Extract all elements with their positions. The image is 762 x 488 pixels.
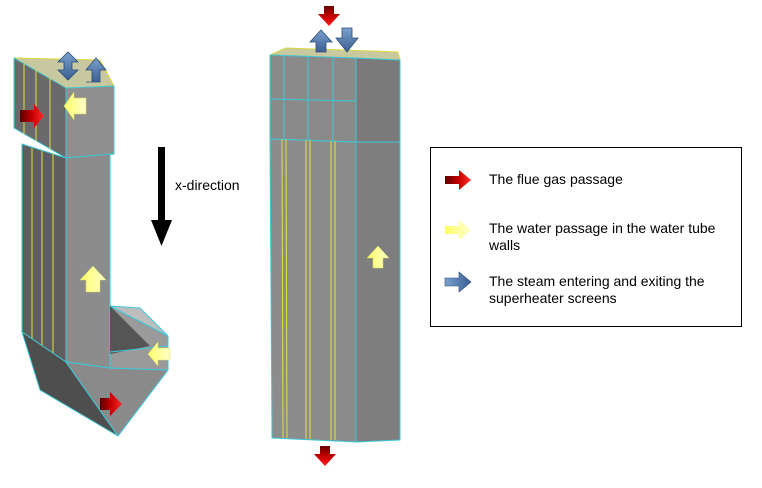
right-boiler-model xyxy=(269,6,401,466)
left-boiler-model xyxy=(13,51,171,437)
water-arrow-icon xyxy=(366,245,390,269)
flue-gas-arrow-icon xyxy=(318,6,340,26)
water-arrow-icon xyxy=(63,91,87,121)
x-direction-arrow xyxy=(151,147,172,246)
steam-arrow-icon xyxy=(309,29,333,53)
steam-arrow-icon xyxy=(57,51,79,81)
water-arrow-icon xyxy=(147,341,171,367)
legend-item-water-passage: The water passage in the water tube wall… xyxy=(443,218,729,254)
legend-label: The water passage in the water tube wall… xyxy=(489,220,716,253)
blue-arrow-icon xyxy=(444,271,472,293)
flue-gas-arrow-icon xyxy=(20,104,44,128)
legend: The flue gas passage The water passage i… xyxy=(430,147,742,327)
flue-gas-arrow-icon xyxy=(314,446,336,466)
legend-item-flue-gas: The flue gas passage xyxy=(443,168,729,192)
yellow-arrow-icon xyxy=(445,220,471,240)
steam-arrow-icon xyxy=(85,57,107,83)
legend-label: The steam entering and exiting the super… xyxy=(489,273,705,306)
flue-gas-arrow-icon xyxy=(100,392,122,416)
x-direction-label: x-direction xyxy=(175,177,240,193)
steam-arrow-icon xyxy=(335,27,359,53)
legend-label: The flue gas passage xyxy=(489,171,623,187)
water-arrow-icon xyxy=(79,265,107,293)
red-arrow-icon xyxy=(445,170,471,190)
legend-item-steam: The steam entering and exiting the super… xyxy=(443,270,729,307)
